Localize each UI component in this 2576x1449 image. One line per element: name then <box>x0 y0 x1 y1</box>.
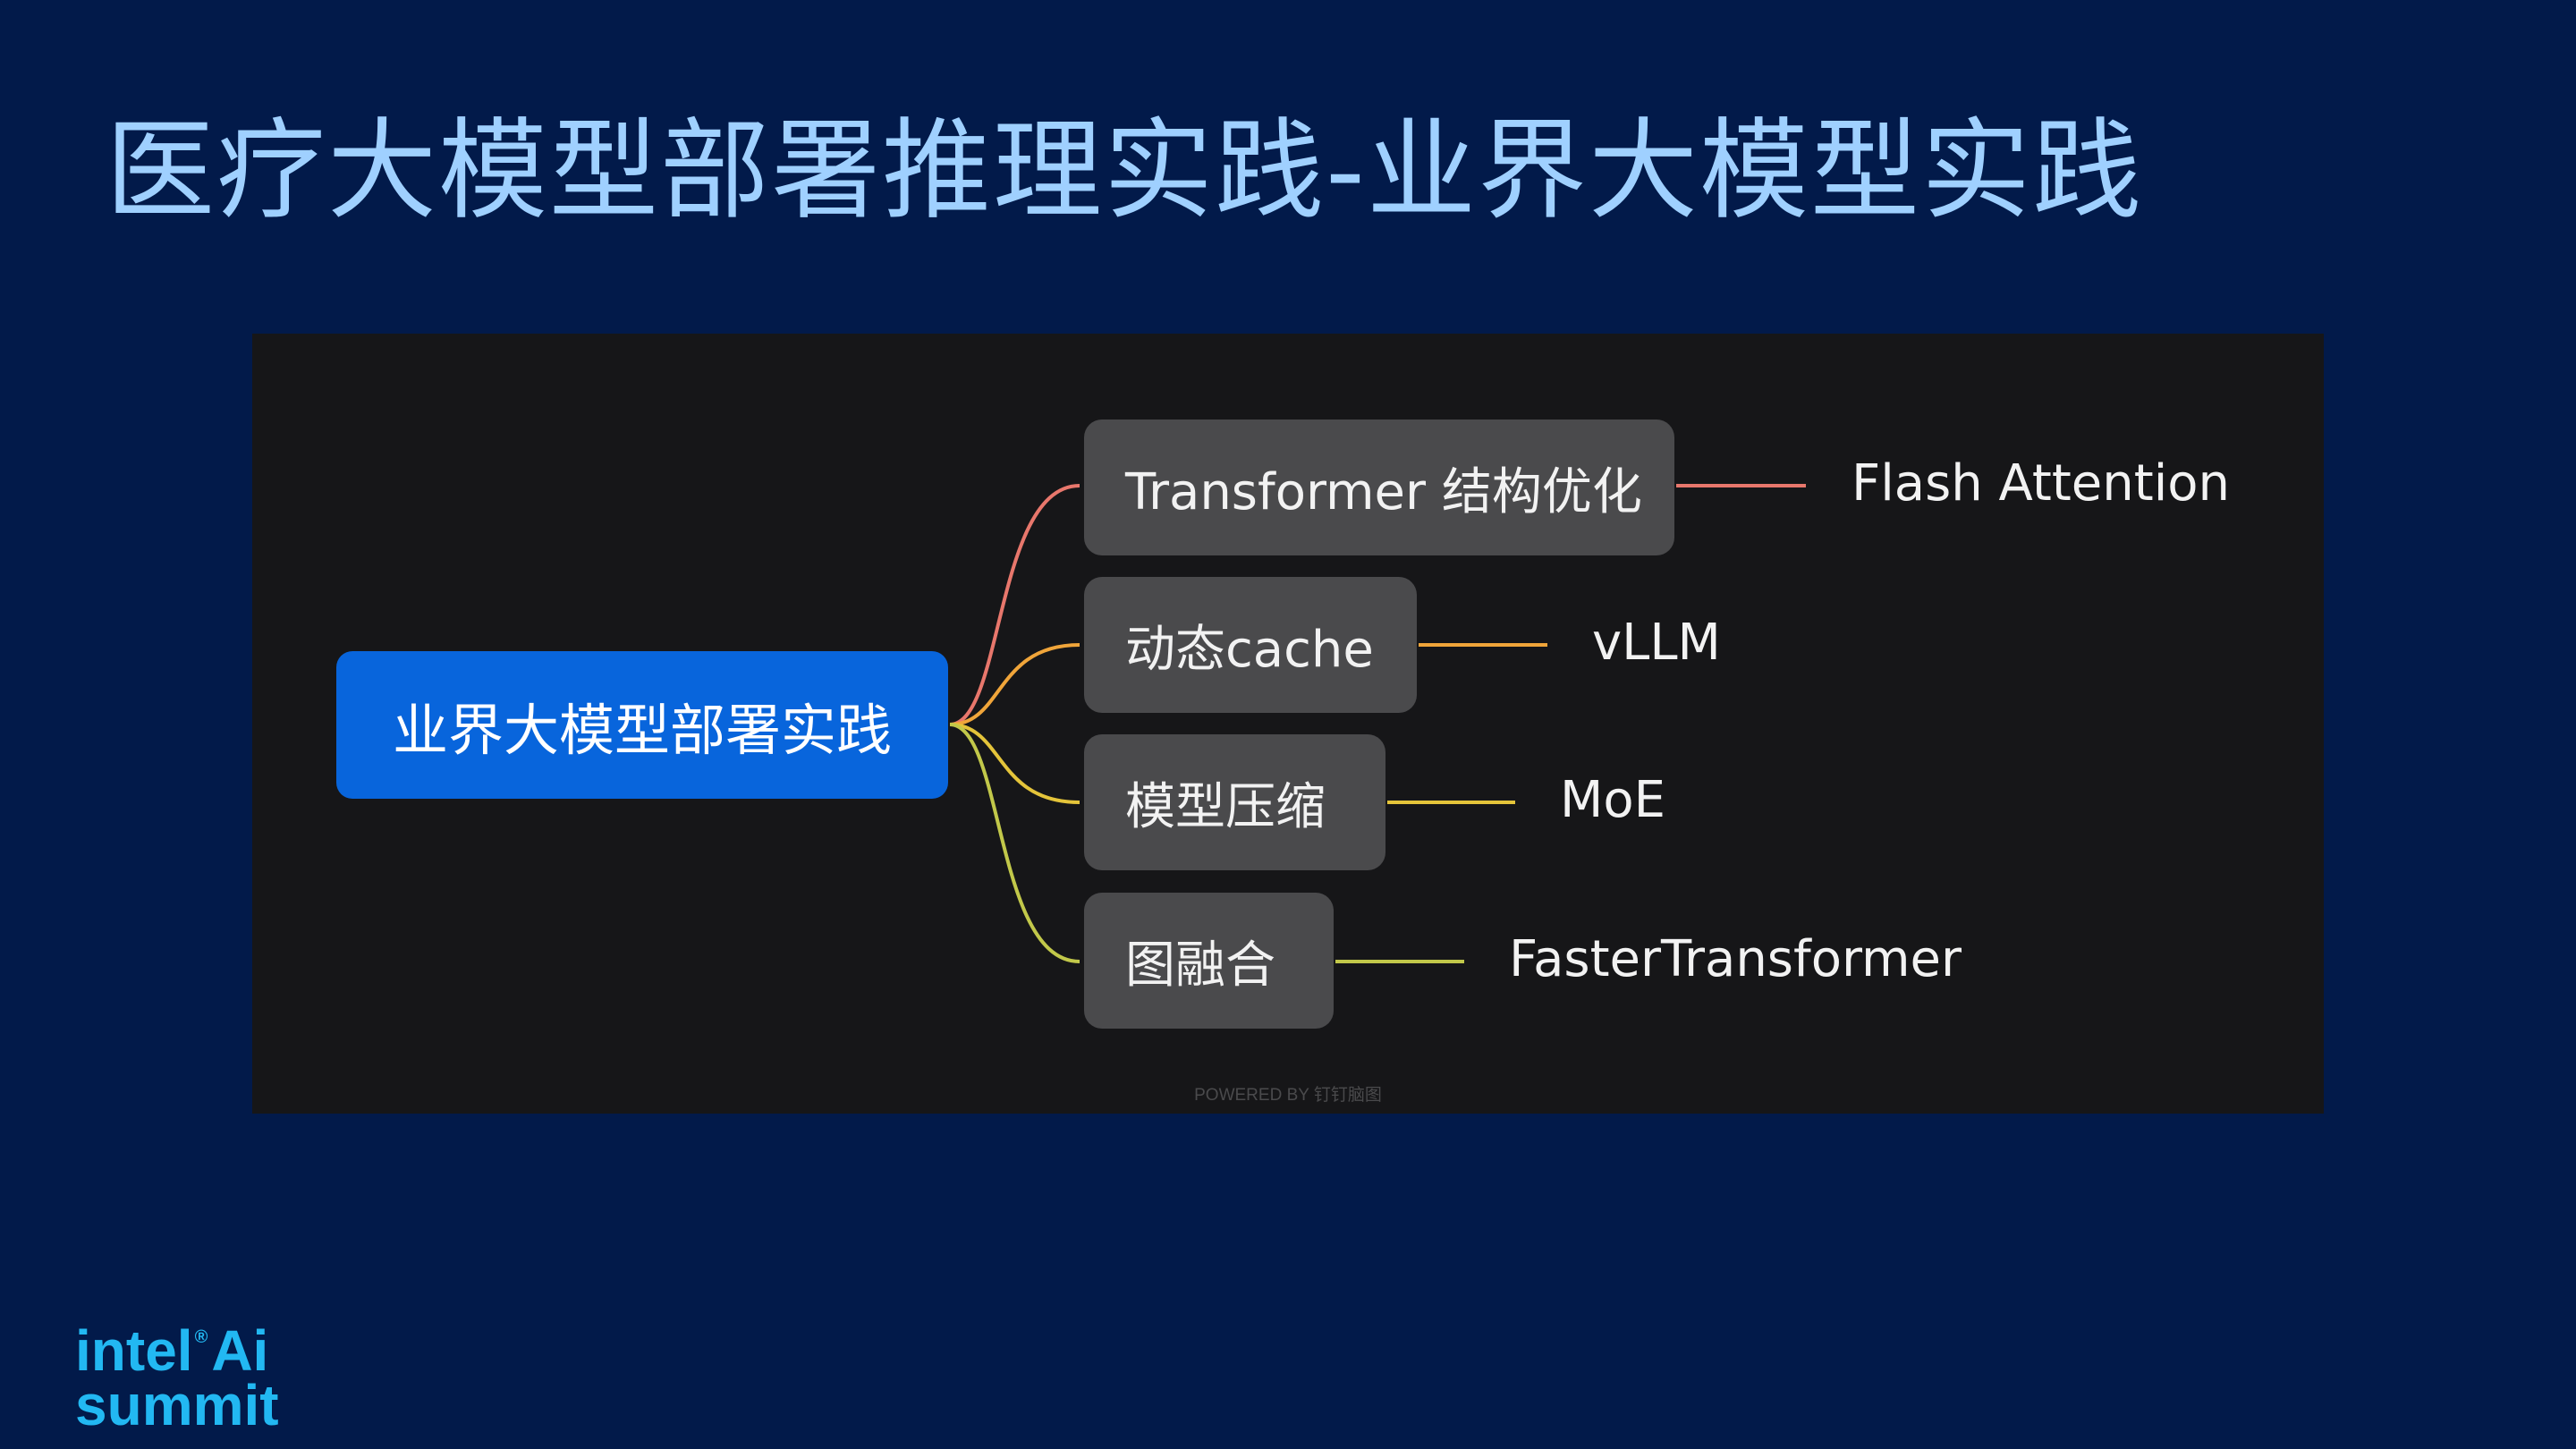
mindmap-connectors <box>949 484 1806 963</box>
leaf-fastertransformer[interactable]: FasterTransformer <box>1509 930 1962 988</box>
intel-ai-summit-logo: intel ® Ai summit <box>75 1318 279 1437</box>
leaf-vllm[interactable]: vLLM <box>1592 614 1721 672</box>
connector-root-branch-4 <box>949 723 1080 963</box>
logo-intel-text: intel <box>75 1318 193 1383</box>
branch-node-transformer-optimization[interactable]: Transformer 结构优化 <box>1084 419 1674 555</box>
mindmap-panel: 业界大模型部署实践 Transformer 结构优化 动态cache 模型压缩 … <box>252 334 2324 1114</box>
branch-node-dynamic-cache[interactable]: 动态cache <box>1084 577 1417 713</box>
leaf-moe[interactable]: MoE <box>1560 771 1665 829</box>
leaf-flash-attention[interactable]: Flash Attention <box>1852 454 2231 513</box>
mindmap-root-node[interactable]: 业界大模型部署实践 <box>336 651 948 799</box>
logo-registered-mark: ® <box>194 1327 208 1347</box>
branch-node-graph-fusion[interactable]: 图融合 <box>1084 893 1334 1029</box>
connector-root-branch-3 <box>949 723 1080 804</box>
logo-ai-text: Ai <box>211 1318 269 1383</box>
logo-summit-text: summit <box>75 1372 279 1437</box>
branch-node-model-compression[interactable]: 模型压缩 <box>1084 734 1385 870</box>
powered-by-watermark: POWERED BY 钉钉脑图 <box>1194 1086 1382 1105</box>
connector-root-branch-2 <box>949 643 1080 726</box>
slide-title: 医疗大模型部署推理实践-业界大模型实践 <box>106 107 2144 234</box>
connector-root-branch-1 <box>949 484 1080 726</box>
